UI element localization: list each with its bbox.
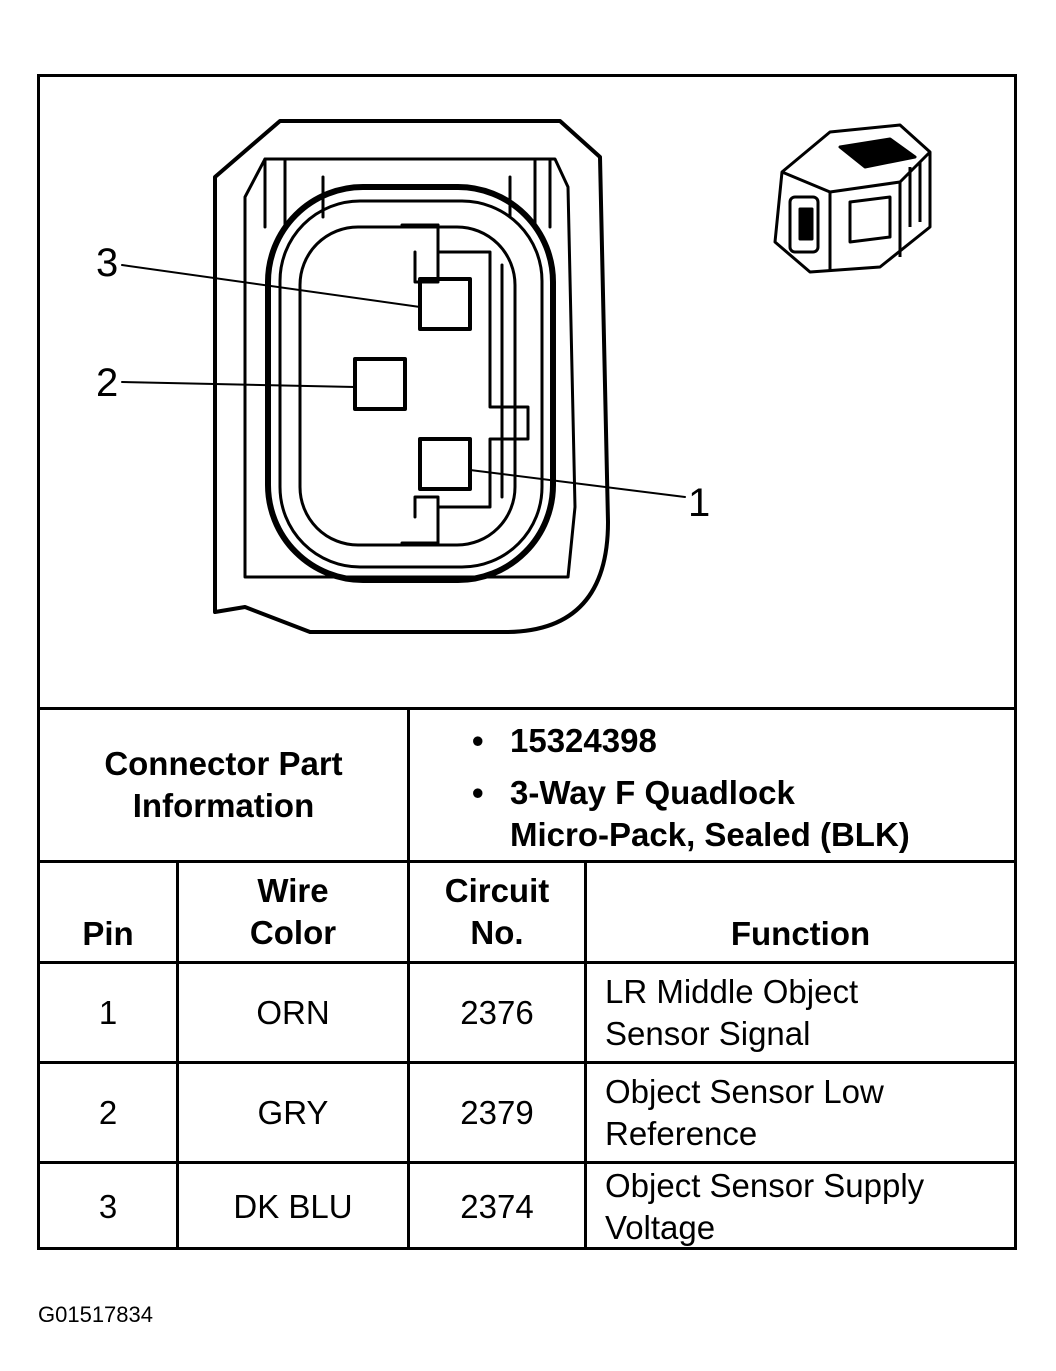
- row-circuit: 2376: [410, 964, 587, 1061]
- table-row: 3 DK BLU 2374 Object Sensor Supply Volta…: [40, 1164, 1014, 1250]
- pin-3-leader-line: [121, 264, 421, 308]
- row-function-line1: LR Middle Object: [605, 972, 859, 1010]
- pin-1-leader-line: [469, 469, 686, 498]
- connector-part-information-label: Connector Part Information: [40, 710, 410, 860]
- bullet-marker: •: [472, 774, 484, 811]
- header-function-text: Function: [730, 915, 871, 952]
- pin-3-callout: 3: [96, 241, 119, 285]
- connector-part-information-row: Connector Part Information • 15324398 • …: [40, 707, 1014, 860]
- connector-cavity-block: [400, 223, 530, 545]
- row-pin: 2: [40, 1064, 179, 1161]
- header-pin-text: Pin: [82, 915, 134, 952]
- table-row: 2 GRY 2379 Object Sensor Low Reference: [40, 1064, 1014, 1164]
- pin-3-cavity: [418, 277, 472, 331]
- row-pin: 3: [40, 1164, 179, 1250]
- connector-description-line2: Micro-Pack, Sealed (BLK): [510, 816, 910, 853]
- bullet-marker: •: [472, 722, 484, 759]
- connector-face-diagram: 3 2 1: [40, 77, 1014, 707]
- figure-id: G01517834: [38, 1302, 153, 1327]
- pin-table-header: Pin Wire Color Circuit No. Function: [40, 863, 1014, 964]
- connector-part-information-values: • 15324398 • 3-Way F Quadlock Micro-Pack…: [410, 710, 1014, 860]
- header-circuit-line1: Circuit: [444, 872, 550, 909]
- pin-table: Pin Wire Color Circuit No. Function 1 OR…: [40, 860, 1014, 1250]
- connector-seal-outer: [265, 184, 556, 583]
- row-function-line1: Object Sensor Supply: [605, 1167, 925, 1204]
- connector-drawing: [121, 119, 932, 634]
- header-wire-color: Wire Color: [179, 863, 410, 961]
- row-circuit: 2374: [410, 1164, 587, 1250]
- header-function: Function: [587, 863, 1014, 961]
- pin-1-cavity: [418, 437, 472, 491]
- row-function: Object Sensor Supply Voltage: [587, 1164, 1014, 1250]
- pin-2-cavity: [353, 357, 407, 411]
- row-wire-color: GRY: [179, 1064, 410, 1161]
- row-pin: 1: [40, 964, 179, 1061]
- part-number: 15324398: [510, 722, 657, 759]
- header-circuit-line2: No.: [470, 914, 524, 951]
- row-function-line1: Object Sensor Low: [605, 1072, 884, 1110]
- header-wire-color-line2: Color: [249, 914, 337, 951]
- connector-description-line1: 3-Way F Quadlock: [510, 774, 795, 811]
- connector-inner-rim: [243, 157, 577, 579]
- row-wire-color: ORN: [179, 964, 410, 1061]
- header-wire-color-line1: Wire: [257, 872, 329, 909]
- connector-3d-illustration: [773, 123, 932, 274]
- connector-outer-housing: [213, 119, 610, 634]
- row-circuit: 2379: [410, 1064, 587, 1161]
- info-label-line1: Connector Part: [104, 745, 343, 782]
- pin-2-leader-line: [121, 381, 356, 388]
- row-wire-color: DK BLU: [179, 1164, 410, 1250]
- pin-2-callout: 2: [96, 361, 119, 405]
- row-function-line2: Voltage: [605, 1209, 716, 1246]
- connector-figure-frame: 3 2 1 Connector Part Information • 15324…: [37, 74, 1017, 1250]
- row-function: LR Middle Object Sensor Signal: [587, 964, 1014, 1061]
- connector-description-item: • 3-Way F Quadlock Micro-Pack, Sealed (B…: [472, 772, 910, 856]
- header-pin: Pin: [40, 863, 179, 961]
- info-label-line2: Information: [132, 787, 315, 824]
- table-row: 1 ORN 2376 LR Middle Object Sensor Signa…: [40, 964, 1014, 1064]
- row-function: Object Sensor Low Reference: [587, 1064, 1014, 1161]
- part-number-item: • 15324398: [472, 720, 657, 762]
- header-circuit-no: Circuit No.: [410, 863, 587, 961]
- connector-seal-middle: [278, 199, 544, 569]
- row-function-line2: Sensor Signal: [605, 1014, 811, 1052]
- row-function-line2: Reference: [605, 1114, 758, 1152]
- pin-1-callout: 1: [688, 481, 711, 525]
